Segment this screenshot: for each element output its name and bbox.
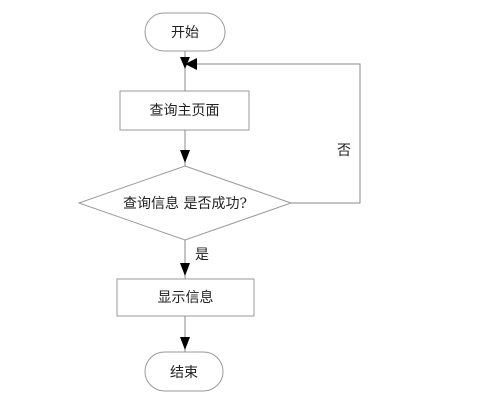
query-home-node: 查询主页面 [119, 90, 250, 131]
decision-node-label: 查询信息 是否成功? [123, 195, 247, 212]
show-info-node: 显示信息 [116, 278, 255, 317]
start-node-label: 开始 [171, 25, 199, 41]
query-home-node-label: 查询主页面 [150, 103, 220, 119]
query-home-node-shape [119, 90, 250, 131]
end-node-label: 结束 [170, 365, 198, 381]
arrow-left-icon [185, 58, 197, 70]
arrow-down-icon [180, 337, 190, 350]
show-info-node-label: 显示信息 [158, 289, 214, 306]
edge-no-label: 否 [337, 143, 351, 159]
edge-yes-label: 是 [195, 247, 209, 263]
end-node-shape [144, 351, 224, 392]
arrow-down-icon [180, 150, 190, 163]
arrow-down-icon [180, 57, 190, 69]
arrow-down-icon [180, 263, 190, 276]
start-node: 开始 [144, 12, 226, 52]
decision-node: 查询信息 是否成功? [77, 165, 293, 241]
end-node: 结束 [144, 351, 224, 392]
connector-no-loop [193, 63, 361, 204]
